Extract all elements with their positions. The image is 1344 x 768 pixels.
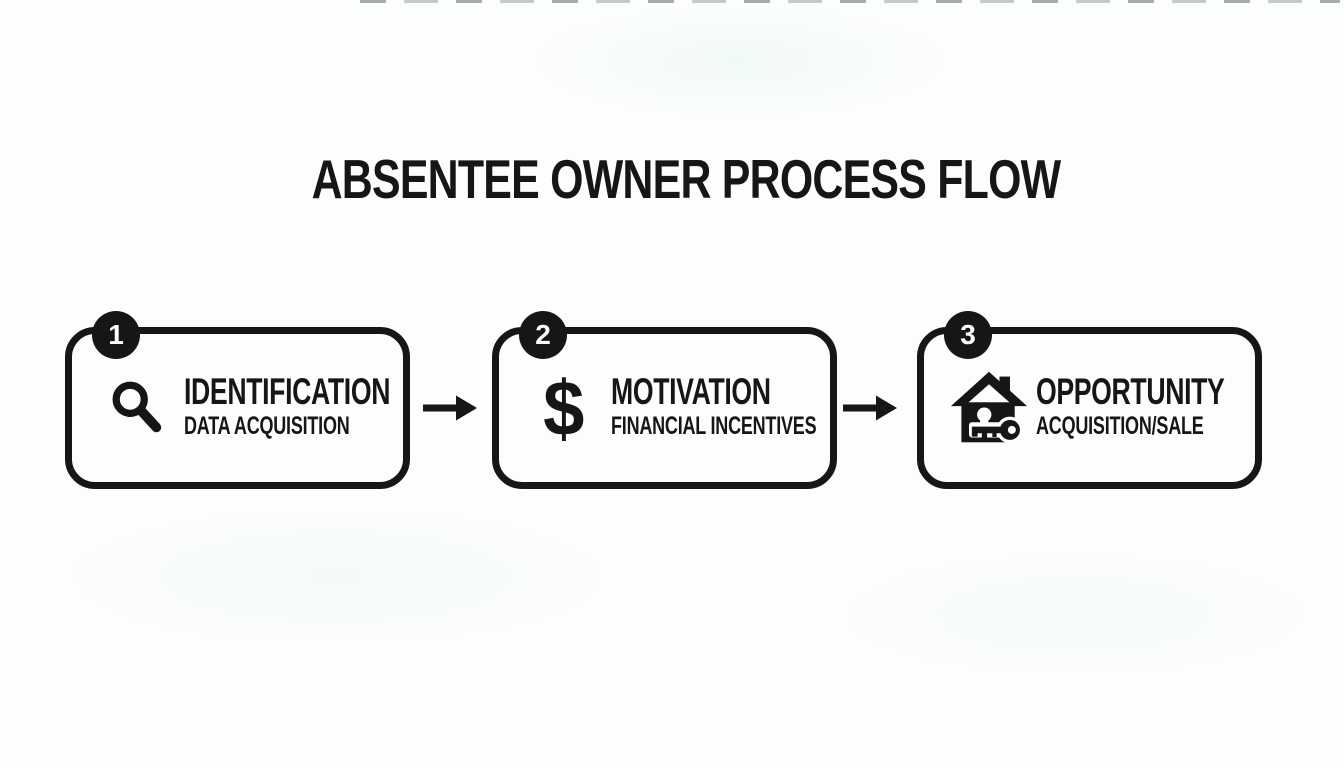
magnifier-icon [96,363,178,453]
step-subtitle: FINANCIAL INCENTIVES [611,412,817,440]
step-box-opportunity: 3 OPPORTUNITY ACQUISITION/SALE [917,311,1262,489]
step-number-badge: 1 [92,311,140,359]
step-number-badge: 3 [944,311,992,359]
top-edge-artifact [360,0,1340,3]
step-title: MOTIVATION [611,371,771,412]
arrow-right-icon [421,390,479,426]
step-title: OPPORTUNITY [1036,371,1225,412]
step-box-identification: 1 IDENTIFICATION DATA ACQUISITION [65,311,410,489]
step-subtitle: DATA ACQUISITION [184,412,350,440]
step-title: IDENTIFICATION [184,371,391,412]
step-number-badge: 2 [519,311,567,359]
diagram-title: ABSENTEE OWNER PROCESS FLOW [311,148,1062,210]
arrow-right-icon [841,390,899,426]
step-subtitle: ACQUISITION/SALE [1036,412,1204,440]
dollar-glyph: $ [543,364,585,452]
step-text: MOTIVATION FINANCIAL INCENTIVES [611,371,817,441]
house-key-icon [948,363,1030,453]
dollar-icon: $ [523,363,605,453]
step-box-motivation: 2 $ MOTIVATION FINANCIAL INCENTIVES [492,311,837,489]
step-text: IDENTIFICATION DATA ACQUISITION [184,371,390,441]
step-text: OPPORTUNITY ACQUISITION/SALE [1036,371,1225,441]
